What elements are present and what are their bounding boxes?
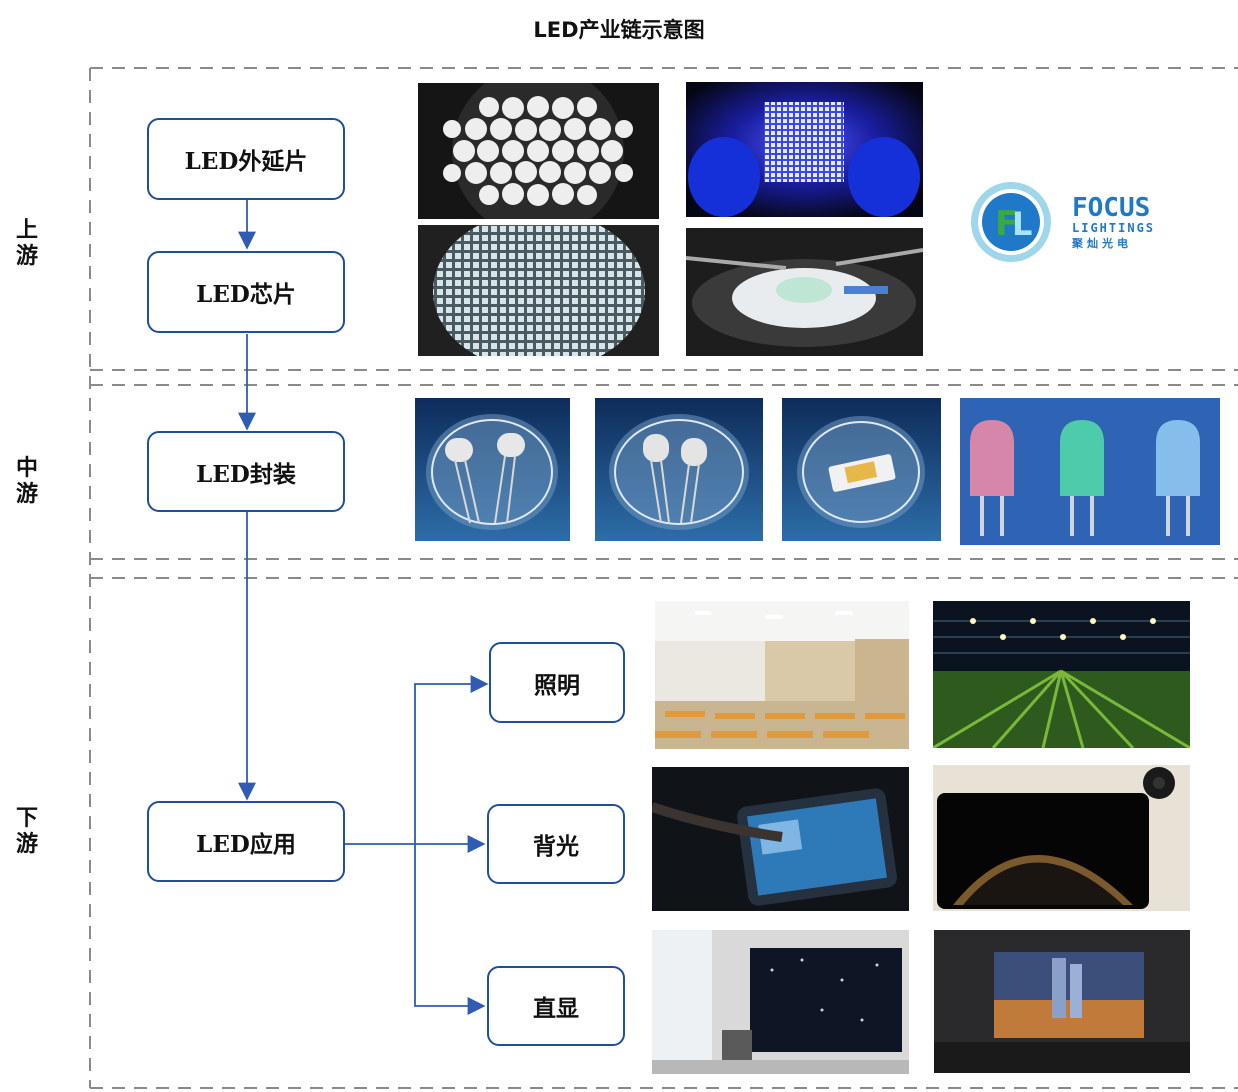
stage-label-downstream: 下 游 [15,806,38,857]
photo-smd-led-package [782,398,941,541]
arrow-to-lighting [414,675,489,844]
svg-text:FOCUS: FOCUS [1072,193,1150,223]
node-lighting: 照明 [489,642,625,723]
photo-chip-wafer-grid [418,225,659,356]
photo-led-package-1 [415,398,570,541]
photo-led-package-2 [595,398,763,541]
photo-cinema-display-wall [934,930,1190,1073]
node-backlight: 背光 [487,804,625,884]
focus-lightings-logo: F L FOCUS LIGHTINGS 聚灿光电 [968,180,1208,264]
arrow-to-direct-display [414,844,486,1015]
svg-text:聚灿光电: 聚灿光电 [1071,236,1132,250]
diagram-title: LED产业链示意图 [533,18,705,42]
node-led-chip: LED芯片 [147,251,345,333]
svg-text:F: F [995,204,1018,244]
photo-touchscreen-backlight [652,767,909,911]
node-led-application: LED应用 [147,801,345,882]
photo-classroom-lighting [655,601,909,749]
flow-arrows [238,200,489,1015]
photo-home-display-wall [652,930,909,1074]
stage-label-midstream: 中 游 [15,456,38,507]
photo-wafer-probing [686,228,923,356]
photo-greenhouse-lighting [933,601,1190,748]
photo-tablet-backlight [933,765,1190,911]
photo-blue-led-chip-in-hand [686,82,923,217]
node-led-epi-wafer: LED外延片 [147,118,345,200]
svg-text:LIGHTINGS: LIGHTINGS [1072,221,1155,235]
node-led-package: LED封装 [147,431,345,512]
photo-rgb-led-diodes [960,398,1220,545]
svg-text:L: L [1012,205,1032,243]
stage-label-upstream: 上 游 [15,218,38,269]
node-direct-display: 直显 [487,966,625,1046]
photo-epi-wafer-dots [418,83,659,219]
section-frames [89,67,1238,1089]
